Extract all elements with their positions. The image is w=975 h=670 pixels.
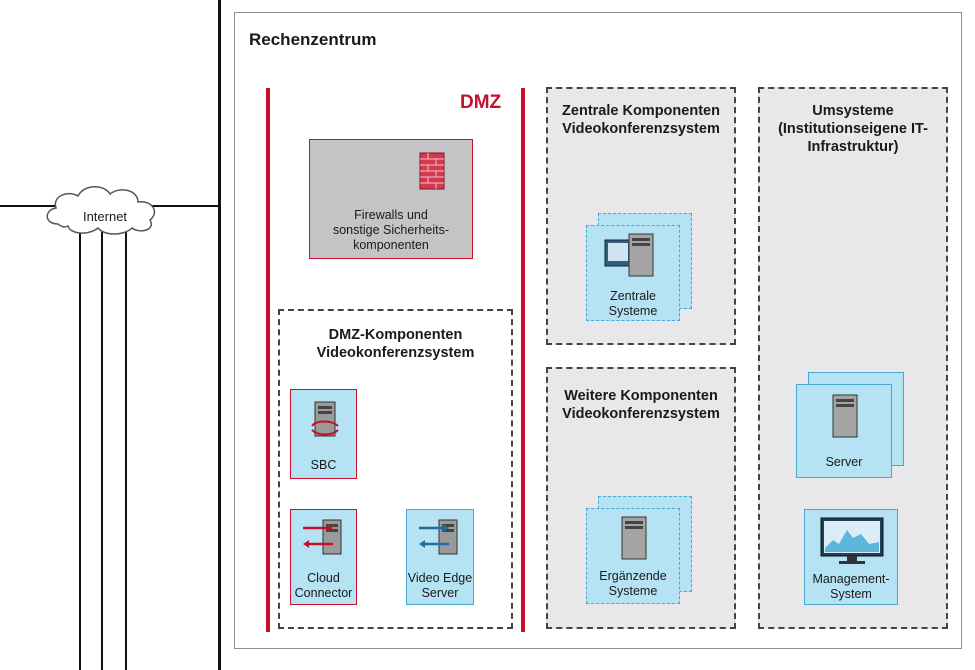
further-label-line-2: Systeme: [608, 584, 658, 598]
dmz-components-box: [278, 309, 513, 629]
central-node: Zentrale Systeme: [586, 225, 680, 321]
monitor-chart-icon: [820, 517, 884, 564]
video-edge-label-line-2: Server: [421, 586, 459, 600]
dmz-label: DMZ: [460, 92, 502, 113]
server-node: Server: [796, 384, 892, 478]
sbc-node: SBC: [290, 389, 357, 479]
server-label: Server: [825, 455, 863, 469]
sbc-server-icon: [311, 401, 339, 437]
drop-line-3: [125, 230, 127, 670]
dmz-right-boundary: [521, 88, 525, 632]
dmz-components-title-line-2: Videokonferenzsystem: [316, 345, 475, 361]
firewall-label-line-1: Firewalls und: [354, 208, 428, 222]
dmz-components-title-line-1: DMZ-Komponenten: [328, 327, 463, 343]
further-label-line-1: Ergänzende: [599, 569, 667, 583]
internet-cloud-icon: [46, 186, 156, 235]
management-label-line-1: Management-: [812, 572, 890, 586]
cloud-connector-label-line-2: Connector: [294, 586, 353, 600]
further-title-line-2: Videokonferenzsystem: [562, 406, 720, 422]
central-systems-icon: [604, 233, 654, 277]
video-edge-label-line-1: Video Edge: [407, 571, 473, 585]
further-node: Ergänzende Systeme: [586, 508, 680, 604]
central-label-line-1: Zentrale: [610, 289, 656, 303]
internet-label: Internet: [82, 209, 128, 224]
cloud-connector-label-line-1: Cloud: [307, 571, 340, 585]
dmz-left-boundary: [266, 88, 270, 632]
sbc-label: SBC: [310, 458, 337, 472]
datacenter-title: Rechenzentrum: [249, 30, 377, 49]
video-edge-server-icon: [419, 519, 458, 555]
management-system-node: Management- System: [804, 509, 898, 605]
drop-line-2: [101, 232, 103, 670]
central-label-line-2: Systeme: [608, 304, 658, 318]
umsysteme-title-line-1: Umsysteme: [812, 103, 894, 119]
firewall-icon: [419, 152, 445, 190]
further-systems-icon: [621, 516, 647, 560]
firewall-label-line-3: komponenten: [353, 238, 429, 252]
umsysteme-title-line-2: (Institutionseigene IT-: [778, 121, 928, 137]
datacenter-uplink-line: [218, 0, 221, 670]
firewall-label-line-2: sonstige Sicherheits-: [332, 223, 450, 237]
firewall-node: Firewalls und sonstige Sicherheits- komp…: [309, 139, 473, 259]
management-label-line-2: System: [830, 587, 872, 601]
video-edge-server-node: Video Edge Server: [406, 509, 474, 605]
further-title-line-1: Weitere Komponenten: [564, 388, 718, 404]
umsysteme-title-line-3: Infrastruktur): [807, 139, 899, 155]
server-icon: [832, 394, 858, 438]
central-title-line-1: Zentrale Komponenten: [562, 103, 720, 119]
cloud-connector-icon: [303, 519, 342, 555]
drop-line-1: [79, 228, 81, 670]
cloud-connector-node: Cloud Connector: [290, 509, 357, 605]
central-title-line-2: Videokonferenzsystem: [562, 121, 720, 137]
